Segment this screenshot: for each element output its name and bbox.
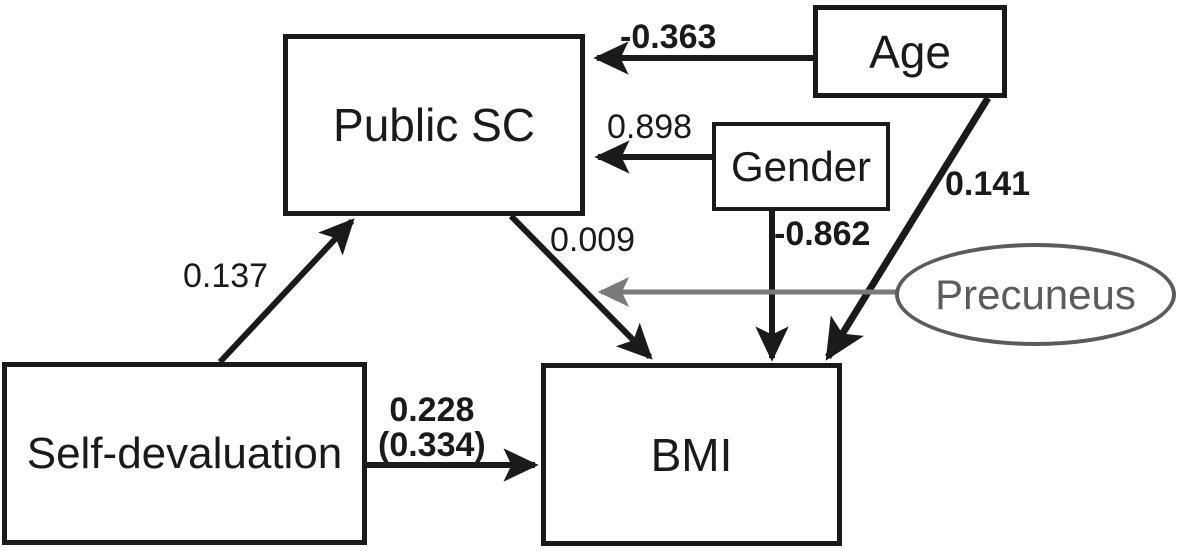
edge-label-public-sc-to-bmi: 0.009 — [550, 221, 636, 259]
edge-age-to-bmi — [825, 96, 991, 361]
node-self-devaluation-label: Self-devaluation — [26, 428, 343, 478]
edge-label-self-devaluation-to-bmi-primary: 0.228 — [389, 391, 475, 429]
node-bmi-label: BMI — [650, 428, 733, 481]
edge-label-gender-to-public-sc: 0.898 — [607, 108, 693, 146]
node-self-devaluation[interactable]: Self-devaluation — [2, 362, 367, 545]
node-age[interactable]: Age — [813, 5, 1007, 98]
node-public-sc-label: Public SC — [333, 99, 535, 151]
edge-self-devaluation-to-public-sc — [217, 218, 355, 365]
node-public-sc[interactable]: Public SC — [283, 34, 585, 216]
node-gender[interactable]: Gender — [712, 122, 890, 211]
edge-label-self-devaluation-to-bmi-secondary: (0.334) — [378, 426, 486, 465]
edge-label-age-to-public-sc: -0.363 — [620, 18, 717, 56]
node-bmi[interactable]: BMI — [541, 363, 842, 546]
node-gender-label: Gender — [730, 142, 872, 190]
edge-public-sc-to-bmi — [508, 213, 653, 360]
node-precuneus-label: Precuneus — [935, 270, 1136, 318]
node-age-label: Age — [869, 25, 951, 78]
edge-label-age-to-bmi: 0.141 — [945, 165, 1031, 203]
edge-label-self-devaluation-to-public-sc: 0.137 — [183, 257, 269, 295]
edge-label-gender-to-bmi: -0.862 — [774, 215, 871, 253]
node-precuneus[interactable]: Precuneus — [895, 243, 1176, 346]
edge-label-self-devaluation-to-bmi: 0.228 (0.334) — [378, 391, 486, 465]
